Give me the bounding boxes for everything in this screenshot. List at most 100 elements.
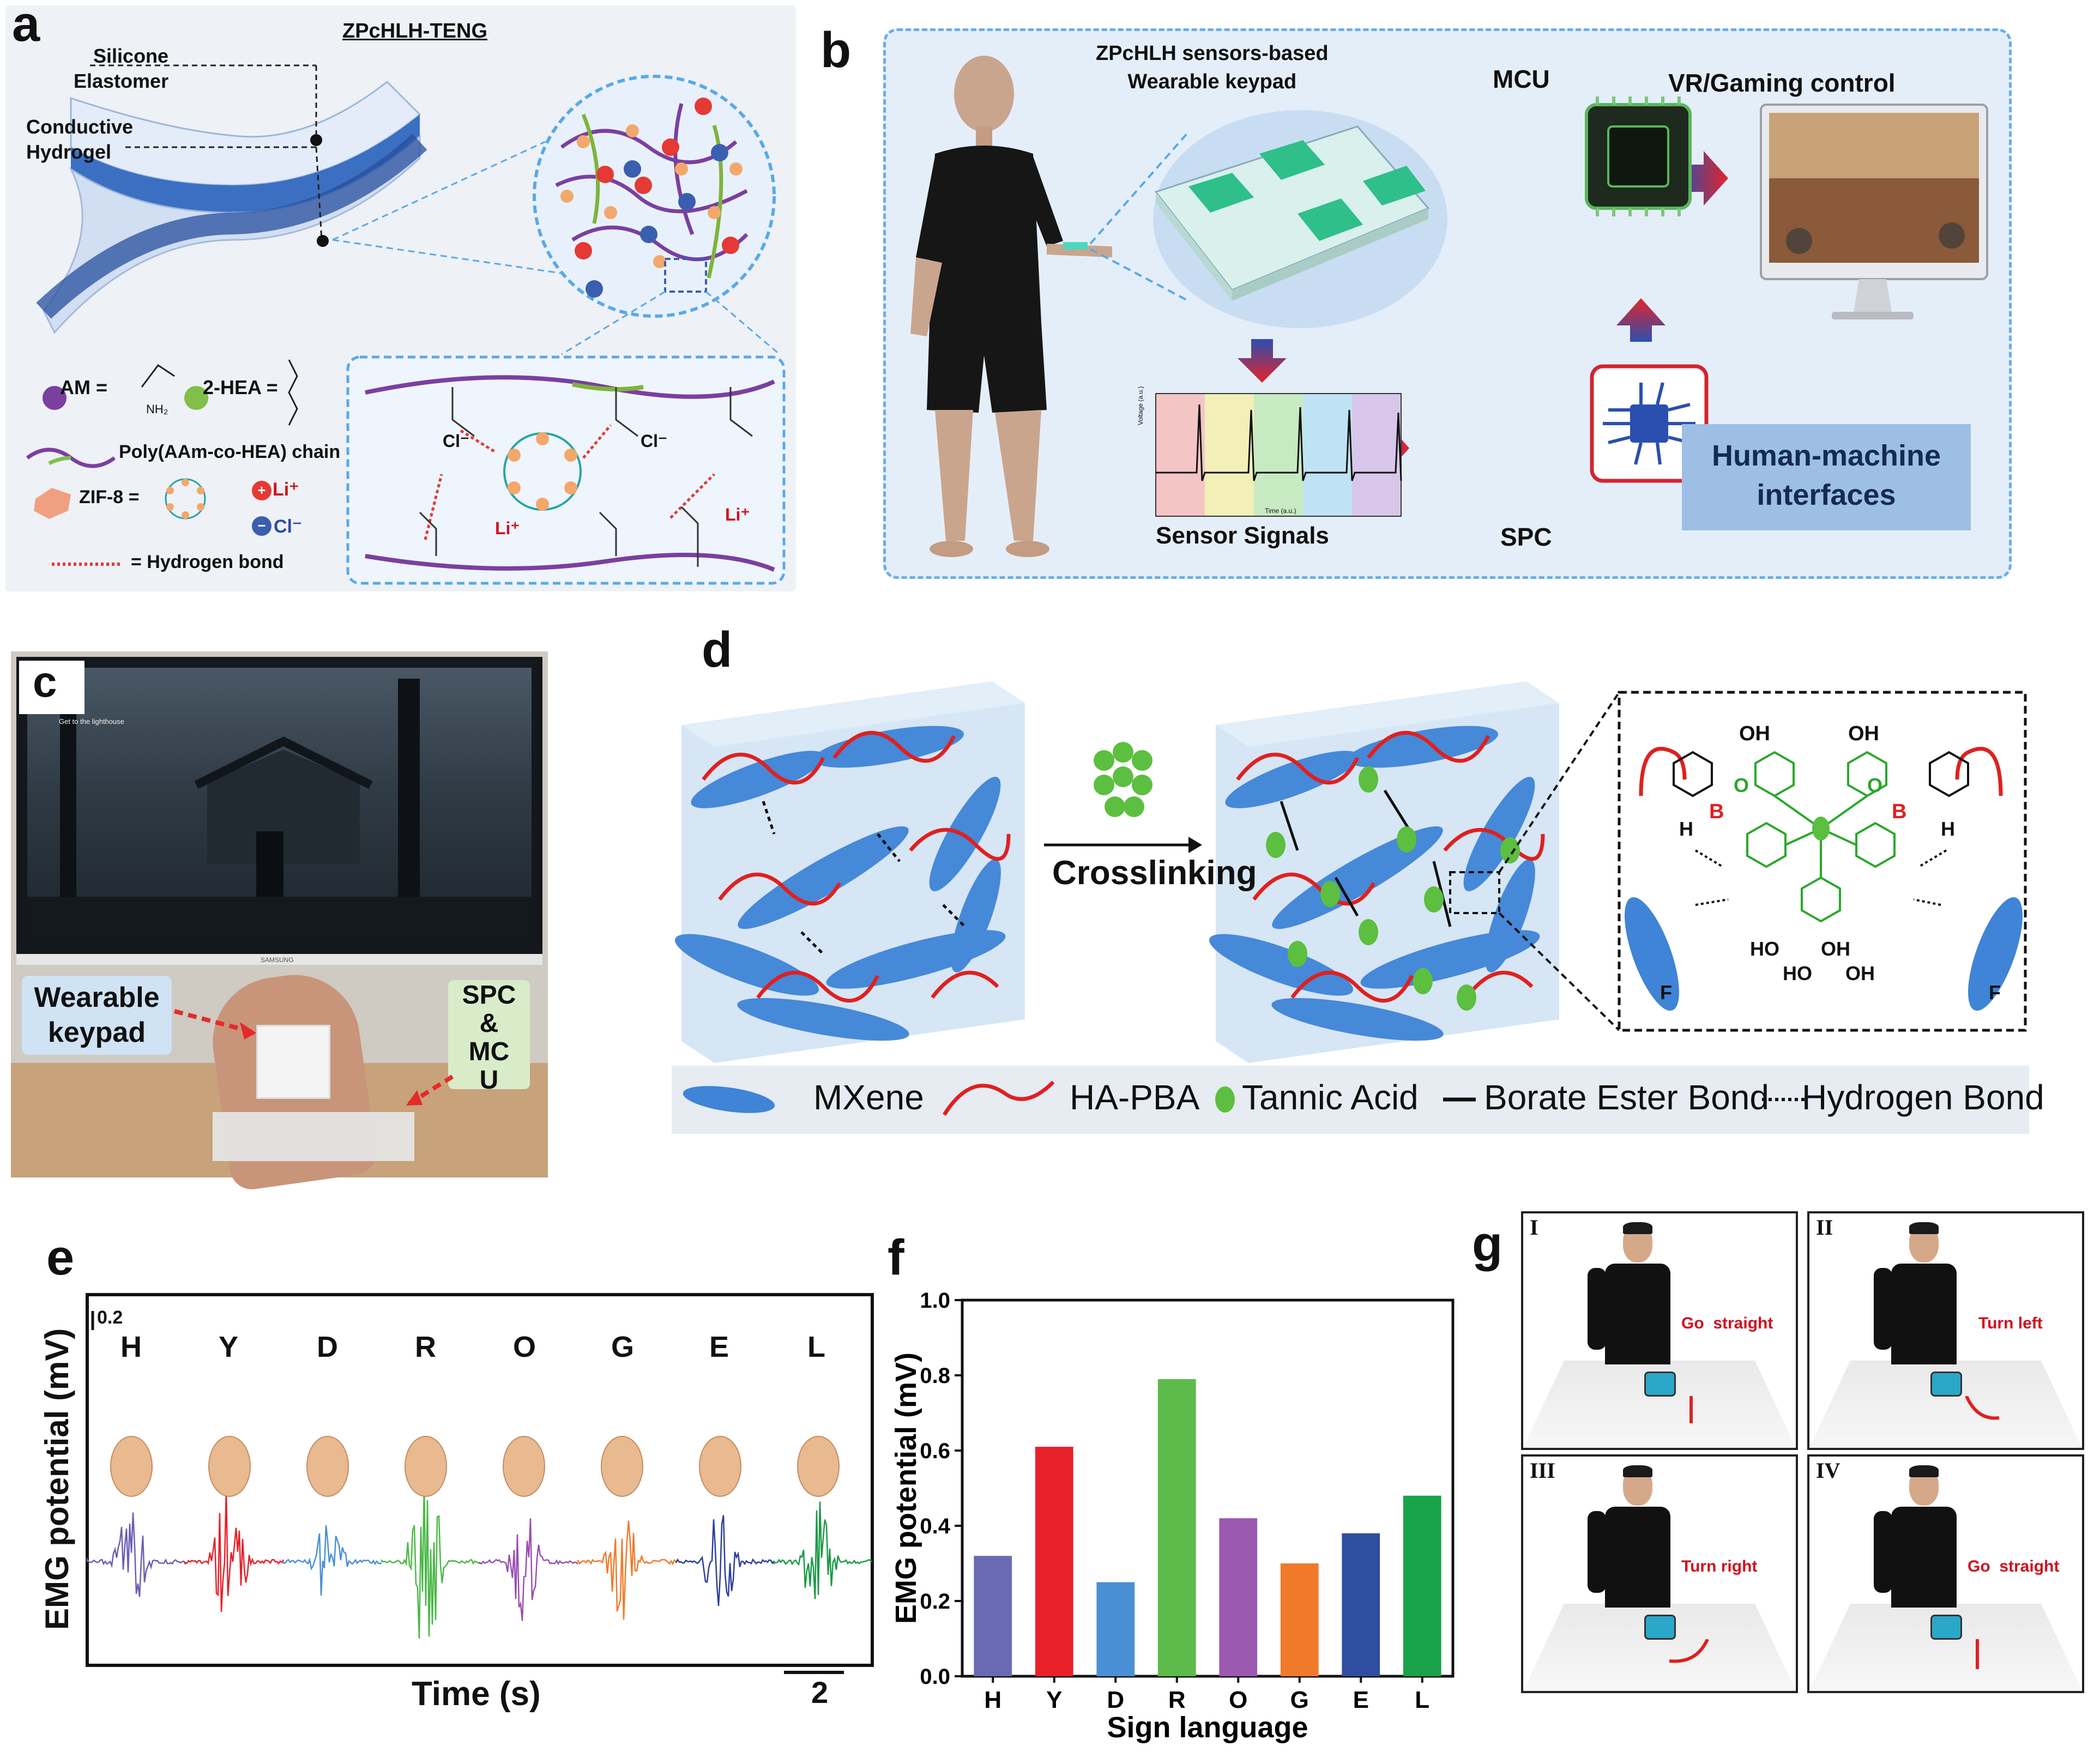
legend-borate-ester: Borate Ester Bond [1484, 1078, 1769, 1117]
volt-axis-label: Voltage (a.u.) [1137, 386, 1144, 425]
monitor-brand: SAMSUNG [261, 956, 294, 964]
y-tick-label: 0.2 [920, 1590, 950, 1614]
y-tick-label: 0.8 [920, 1364, 950, 1388]
robot-car [1930, 1615, 1962, 1640]
x-tick-label: L [1415, 1687, 1429, 1713]
emg-letter: L [807, 1331, 825, 1363]
panel-a-title: ZPcHLH-TENG [342, 20, 487, 43]
cl-ion-2: Cl⁻ [641, 431, 667, 451]
person-hair [1623, 1465, 1652, 1477]
cell-roman-numeral: III [1530, 1458, 1555, 1483]
x-tick-label: G [1290, 1687, 1309, 1713]
panel-e-xlabel: Time (s) [412, 1675, 541, 1713]
emg-letter: G [611, 1331, 635, 1363]
person-hair [1909, 1465, 1939, 1477]
game-scene-art [27, 679, 532, 940]
x-tick-label: Y [1046, 1687, 1062, 1713]
chem-b-2: B [1892, 800, 1907, 823]
y-tick-label: 0.4 [920, 1514, 950, 1538]
plot-frame [961, 1298, 1455, 1678]
cl-legend: Cl⁻ [274, 516, 302, 537]
x-axis-label: Sign language [1107, 1711, 1308, 1744]
hbond-legend: = Hydrogen bond [131, 552, 284, 572]
panel-e-plot [86, 1293, 874, 1667]
x-tick-label: H [984, 1687, 1001, 1713]
person-arm [1874, 1268, 1892, 1350]
game-objective-text: Get to the lighthouse [59, 717, 124, 726]
cl-ion-1: Cl⁻ [443, 431, 469, 451]
panel-d-legend-symbols [683, 1080, 1806, 1116]
hmi-box [1682, 424, 1971, 530]
person-torso [1891, 1507, 1957, 1608]
mcu-chip [1585, 96, 1692, 216]
bar-g [1280, 1563, 1319, 1676]
cell-roman-numeral: I [1530, 1215, 1538, 1240]
cell-roman-numeral: II [1816, 1215, 1833, 1240]
emg-letter: E [709, 1331, 729, 1363]
y-tick-label: 0.0 [920, 1665, 950, 1689]
hand-sign-icon [110, 1436, 153, 1497]
vr-label: VR/Gaming control [1668, 69, 1896, 97]
panel-e-label: e [46, 1230, 75, 1285]
emg-letter: H [120, 1331, 142, 1363]
monitor-bezel [16, 954, 542, 965]
person-torso [1605, 1264, 1670, 1364]
panel-g-label: g [1472, 1216, 1503, 1272]
hand-sign-icon [699, 1436, 741, 1497]
chain-label: Poly(AAm-co-HEA) chain [119, 442, 341, 462]
chem-ho-1: HO [1750, 938, 1779, 960]
emg-trace-y [184, 1487, 285, 1612]
chem-f-2: F [1989, 981, 2001, 1004]
cell-command-label: Turn left [1978, 1314, 2043, 1332]
panel-e-scale-x-bar [784, 1671, 844, 1674]
robot-control-cell: II Turn left [1807, 1211, 2084, 1450]
emg-letter: Y [219, 1331, 239, 1363]
panel-e-scale-x: 2 [811, 1675, 829, 1709]
person-hair [1909, 1222, 1939, 1234]
x-tick-label: O [1229, 1687, 1247, 1713]
person-arm [1588, 1268, 1606, 1350]
x-tick-label: E [1353, 1687, 1369, 1713]
chem-o-2: O [1867, 774, 1883, 796]
hand-sign-icon [405, 1436, 447, 1497]
legend-hydrogen-bond: Hydrogen Bond [1802, 1078, 2044, 1117]
wearable-keypad-device [256, 1025, 330, 1099]
legend-ha-pba: HA-PBA [1070, 1078, 1200, 1117]
emg-letter: O [513, 1331, 536, 1363]
robot-car [1644, 1372, 1676, 1397]
crosslinking-label: Crosslinking [1052, 854, 1257, 892]
li-ion-2: Li⁺ [725, 505, 750, 524]
cell-command-label: Go straight [1968, 1557, 2060, 1575]
spc-label: SPC [1500, 523, 1552, 551]
chem-o-1: O [1734, 774, 1749, 796]
panel-a-label: a [12, 0, 40, 52]
panel-b-illustration [910, 56, 1988, 557]
person-arm [1874, 1511, 1892, 1593]
hand-sign-icon [208, 1436, 251, 1497]
bar-y [1035, 1447, 1073, 1676]
hand-sign-icon [601, 1436, 643, 1497]
direction-arrow [1669, 1639, 1709, 1663]
panel-e-scale-y: 0.2 [97, 1307, 123, 1328]
panel-c-arrows [173, 1009, 454, 1106]
person-figure [910, 56, 1112, 557]
person-torso [1891, 1264, 1957, 1364]
robot-car [1930, 1372, 1962, 1397]
robot-control-cell: III Turn right [1521, 1454, 1798, 1693]
time-axis-label: Time (a.u.) [1265, 507, 1296, 515]
hea-label: 2-HEA = [203, 376, 278, 398]
chem-oh-4: OH [1845, 962, 1875, 984]
bar-e [1342, 1533, 1380, 1676]
sensor-signals-label: Sensor Signals [1156, 522, 1329, 549]
panel-d-label: d [702, 622, 733, 678]
bar-l [1403, 1495, 1441, 1676]
keypad-callout [22, 976, 172, 1055]
cell-command-label: Turn right [1681, 1557, 1758, 1575]
am-label: AM = [60, 376, 108, 398]
legend-mxene: MXene [813, 1078, 924, 1117]
person-hair [1623, 1222, 1652, 1234]
